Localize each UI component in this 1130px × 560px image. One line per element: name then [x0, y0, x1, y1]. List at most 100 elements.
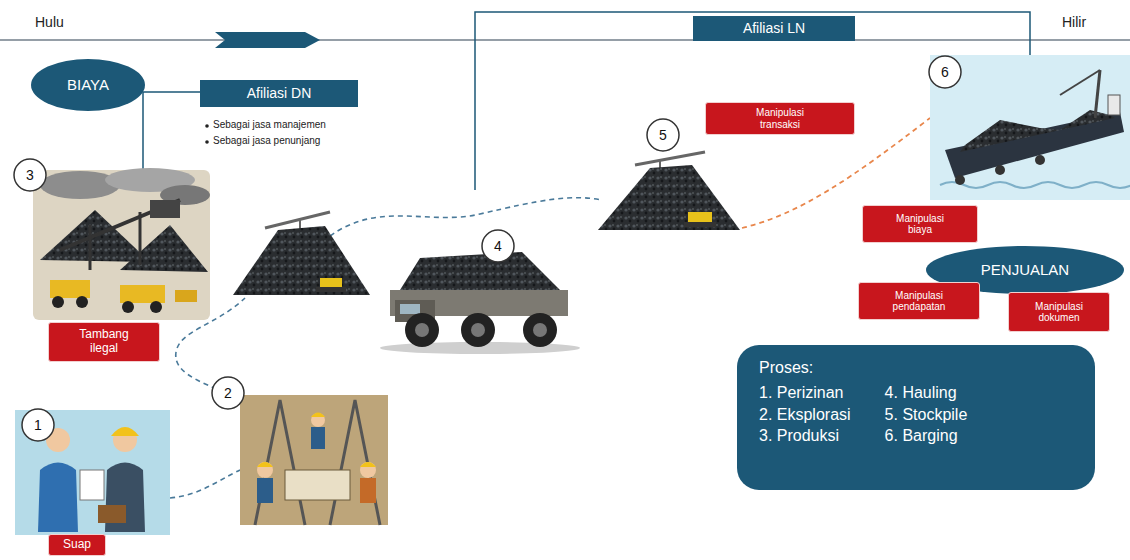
- barge-ship: [955, 175, 965, 185]
- stockpile: [598, 152, 740, 230]
- barge-ship: [995, 165, 1005, 175]
- callout-number: 6: [941, 64, 949, 80]
- exploration-scene: [255, 400, 305, 525]
- callout-number: 4: [481, 229, 515, 263]
- node-text: Afiliasi DN: [247, 85, 312, 101]
- hauling-truck: [471, 323, 485, 337]
- flow-path: [170, 470, 240, 498]
- callout-number: 5: [659, 127, 667, 143]
- coal-pile: [233, 226, 370, 295]
- text-holder: 5: [659, 127, 667, 143]
- flow-path: [330, 198, 602, 236]
- exploration-scene: [360, 462, 376, 478]
- barge-ship: [930, 55, 1130, 200]
- hauling-truck: [400, 304, 420, 314]
- bribe-scene: [38, 463, 78, 533]
- node-text: 4. Hauling: [885, 384, 968, 402]
- exploration-scene: [240, 395, 388, 525]
- downstream-label: Hilir: [1062, 14, 1086, 30]
- production-scene: [175, 290, 197, 302]
- node-text: Suap: [63, 538, 91, 552]
- text-holder: PENJUALAN: [981, 261, 1069, 278]
- production-scene: [150, 200, 180, 218]
- callout-number: 1: [34, 417, 42, 433]
- bribe-scene: [98, 505, 126, 523]
- text-holder: Suap: [63, 538, 91, 552]
- callout-circle: [647, 119, 679, 151]
- node-text: 2. Eksplorasi: [759, 406, 851, 424]
- bullet-note: Sebagai jasa penunjang: [213, 135, 320, 146]
- node-text: Manipulasi dokumen: [1024, 301, 1094, 324]
- text-holder: 4: [494, 238, 502, 254]
- callout-number: 1: [21, 408, 55, 442]
- exploration-scene: [330, 400, 380, 525]
- exploration-scene: [311, 413, 325, 418]
- bribe-scene: [15, 410, 170, 535]
- callout-circle: [929, 56, 961, 88]
- text-holder: Manipulasi transaksi: [740, 107, 820, 130]
- timeline: [0, 39, 1130, 40]
- production-scene: [122, 301, 134, 313]
- barge-ship: [940, 182, 1130, 188]
- timeline: [0, 32, 1130, 48]
- production-scene: [33, 170, 210, 320]
- production-scene: [52, 296, 64, 308]
- hauling-truck: [461, 313, 495, 347]
- exploration-scene: [311, 427, 325, 449]
- exploration-scene: [360, 462, 376, 467]
- callout-circle: [212, 377, 244, 409]
- exploration-scene: [257, 462, 273, 478]
- coal-pile: [265, 212, 330, 228]
- production-scene: [139, 212, 142, 265]
- text-holder: Afiliasi LN: [743, 20, 805, 36]
- biaya-bracket: [143, 92, 200, 172]
- risk-box: Tambang ilegal: [48, 322, 160, 362]
- risk-box: Manipulasi biaya: [862, 205, 978, 243]
- risk-box: Manipulasi dokumen: [1008, 292, 1110, 332]
- hauling-truck: [533, 323, 547, 337]
- stockpile: [598, 165, 740, 230]
- exploration-scene: [240, 395, 388, 525]
- text-holder: BIAYA: [67, 76, 109, 93]
- text-holder: 2: [224, 385, 232, 401]
- bullet-dots: [205, 124, 209, 128]
- production-scene: [40, 171, 120, 199]
- hauling-truck: [405, 313, 439, 347]
- risk-box: Manipulasi transaksi: [705, 102, 855, 135]
- node-text: 3. Produksi: [759, 427, 851, 445]
- barge-ship: [1095, 70, 1100, 118]
- callout-number: 3: [13, 158, 47, 192]
- production-scene: [89, 225, 92, 270]
- production-scene: [120, 285, 165, 303]
- text-holder: 6: [941, 64, 949, 80]
- callout-circle: [22, 409, 54, 441]
- exploration-scene: [257, 478, 273, 503]
- production-scene: [120, 225, 208, 272]
- text-holder: 3: [26, 167, 34, 183]
- hauling-truck: [523, 313, 557, 347]
- production-scene: [50, 280, 90, 298]
- hauling-truck: [380, 252, 580, 354]
- upstream-label: Hulu: [35, 14, 64, 30]
- affiliate-box: Afiliasi LN: [693, 16, 855, 41]
- text-holder: Manipulasi dokumen: [1024, 301, 1094, 324]
- callout-number: 4: [494, 238, 502, 254]
- bullet-dots: [205, 140, 209, 144]
- barge-ship: [930, 55, 1130, 200]
- text-holder: 1: [34, 417, 42, 433]
- exploration-scene: [360, 478, 376, 503]
- barge-ship: [960, 110, 1115, 152]
- bribe-scene: [80, 470, 104, 500]
- barge-ship: [1035, 155, 1045, 165]
- text-holder: Manipulasi biaya: [885, 213, 955, 236]
- node-text: Manipulasi transaksi: [740, 107, 820, 130]
- bullet-dots: [205, 124, 209, 144]
- node-text: Tambang ilegal: [69, 328, 139, 356]
- node-text: BIAYA: [67, 76, 109, 93]
- barge-ship: [1060, 70, 1100, 95]
- production-scene: [76, 296, 88, 308]
- risk-box: Manipulasi pendapatan: [858, 282, 980, 320]
- text-holder: Afiliasi DN: [247, 85, 312, 101]
- callout-circle: [482, 230, 514, 262]
- callout-number: 3: [26, 167, 34, 183]
